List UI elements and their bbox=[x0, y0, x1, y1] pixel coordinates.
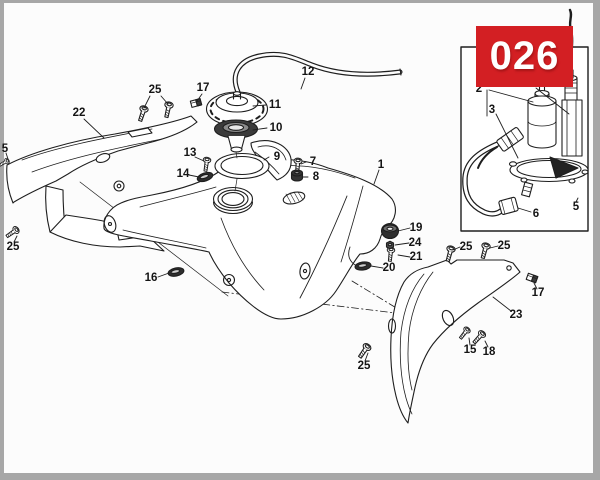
part-filler-neck bbox=[214, 140, 292, 192]
part-cap-gasket bbox=[213, 119, 259, 153]
leader-lines bbox=[5, 77, 538, 362]
fasteners bbox=[0, 98, 581, 361]
page-number-badge: 026 bbox=[476, 26, 573, 87]
part-fuel-tank bbox=[103, 158, 396, 320]
part-fuel-cap bbox=[205, 91, 269, 127]
part-right-side-panel bbox=[387, 259, 521, 424]
page-number-text: 026 bbox=[489, 34, 560, 78]
part-breather-tube bbox=[232, 51, 403, 95]
